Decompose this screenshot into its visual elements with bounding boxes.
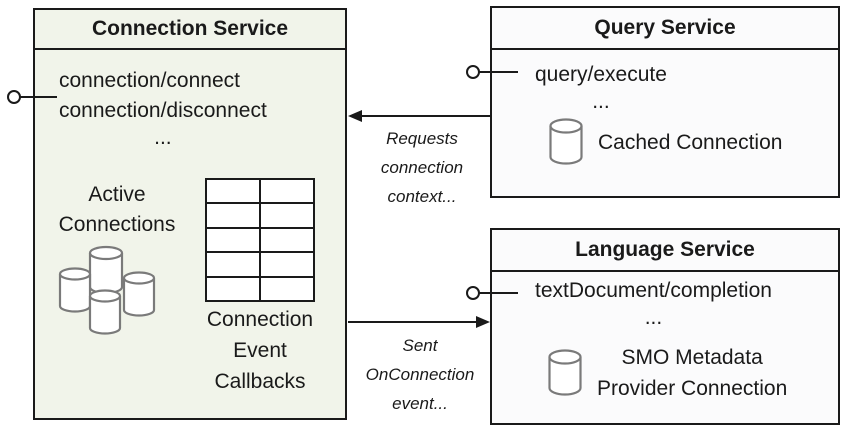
table-cell — [207, 253, 259, 276]
cached-connection-label: Cached Connection — [598, 130, 783, 154]
connection-service-box: Connection Service connection/connect co… — [33, 8, 347, 420]
table-cell — [261, 253, 313, 276]
method-connection-connect: connection/connect — [59, 69, 240, 92]
smo-connection-label: SMO Metadata Provider Connection — [597, 346, 788, 400]
method-query-execute: query/execute — [535, 63, 667, 86]
database-cluster-icon — [58, 245, 156, 335]
table-cell — [261, 180, 313, 203]
connection-service-title: Connection Service — [35, 10, 345, 50]
method-connection-disconnect: connection/disconnect — [59, 99, 267, 122]
lollipop-interface-icon — [466, 65, 480, 79]
table-cell — [261, 277, 313, 300]
table-cell — [207, 277, 259, 300]
cached-connection-row: Cached Connection — [548, 118, 782, 166]
query-service-methods: query/execute ... — [535, 60, 667, 114]
connection-service-methods: connection/connect connection/disconnect… — [59, 66, 267, 150]
method-textdocument-completion: textDocument/completion — [535, 279, 772, 302]
query-service-box: Query Service query/execute ... Cached C… — [490, 6, 840, 198]
lollipop-interface-icon — [7, 90, 21, 104]
language-service-methods: textDocument/completion ... — [535, 276, 772, 330]
lollipop-interface-icon — [466, 286, 480, 300]
table-cell — [261, 228, 313, 252]
database-icon — [548, 349, 582, 396]
database-icon — [549, 118, 583, 165]
methods-ellipsis: ... — [644, 306, 663, 329]
table-cell — [207, 204, 259, 227]
query-service-title: Query Service — [492, 8, 838, 50]
connection-event-callbacks-label: Connection Event Callbacks — [206, 308, 314, 393]
sent-onconnection-event-label: Sent OnConnection event... — [365, 336, 475, 413]
language-service-box: Language Service textDocument/completion… — [490, 228, 840, 425]
table-cell — [207, 228, 259, 252]
methods-ellipsis: ... — [592, 90, 610, 113]
smo-connection-row: SMO Metadata Provider Connection — [547, 342, 787, 404]
methods-ellipsis: ... — [154, 126, 172, 149]
language-service-title: Language Service — [492, 230, 838, 272]
table-cell — [207, 180, 259, 203]
active-connections-label: Active Connections — [58, 183, 176, 236]
table-grid-icon — [205, 178, 315, 302]
requests-connection-context-label: Requests connection context... — [380, 129, 464, 206]
table-cell — [261, 204, 313, 227]
requests-arrowhead — [348, 110, 362, 122]
sent-arrowhead — [476, 316, 490, 328]
